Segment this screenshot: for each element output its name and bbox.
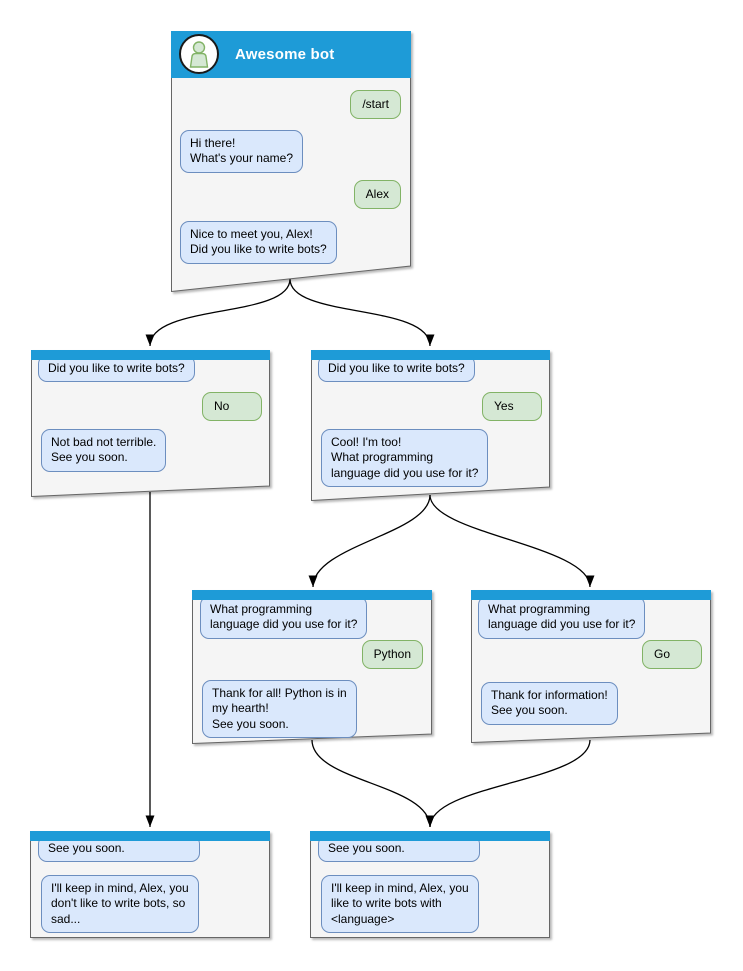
arrow-yes-to-python: [308, 494, 431, 588]
user-message-bubble: /start: [350, 90, 401, 120]
arrow-go-to-end: [425, 739, 591, 828]
chat-window-no-branch: Did you like to write bots? No Not bad n…: [31, 350, 270, 497]
arrow-python-to-end: [311, 739, 435, 828]
bot-message-bubble: What programming language did you use fo…: [200, 596, 368, 639]
bot-message-bubble: Cool! I'm too! What programming language…: [321, 429, 489, 488]
bot-message-bubble: Not bad not terrible. See you soon.: [41, 429, 167, 472]
window-titlebar: [192, 590, 432, 600]
window-titlebar: [311, 350, 550, 360]
bot-message-bubble: What programming language did you use fo…: [478, 596, 646, 639]
window-title: Awesome bot: [235, 46, 335, 63]
arrow-yes-to-go: [429, 494, 595, 588]
user-message-bubble: Go: [642, 640, 702, 670]
chat-window-end-language: See you soon. I'll keep in mind, Alex, y…: [310, 831, 550, 938]
chat-window-python-branch: What programming language did you use fo…: [192, 590, 432, 744]
person-icon: [189, 41, 209, 68]
bot-message-bubble: Thank for all! Python is in my hearth! S…: [202, 680, 357, 739]
window-titlebar: [31, 350, 270, 360]
bot-message-bubble: Hi there! What's your name?: [180, 130, 304, 173]
window-titlebar: Awesome bot: [171, 31, 411, 78]
chat-window-root: Awesome bot /start Hi there! What's your…: [171, 31, 411, 292]
bot-message-bubble: I'll keep in mind, Alex, you don't like …: [41, 875, 199, 934]
chat-window-yes-branch: Did you like to write bots? Yes Cool! I'…: [311, 350, 550, 501]
user-message-bubble: Alex: [353, 180, 401, 210]
user-message-bubble: Python: [361, 640, 423, 670]
bot-message-bubble: Nice to meet you, Alex! Did you like to …: [180, 221, 337, 264]
arrow-root-to-no: [145, 278, 291, 347]
arrow-root-to-yes: [289, 278, 435, 347]
bot-avatar: [179, 34, 219, 74]
window-titlebar: [310, 831, 550, 841]
user-message-bubble: No: [202, 392, 262, 422]
bot-message-bubble: Thank for information! See you soon.: [481, 682, 618, 725]
window-titlebar: [471, 590, 711, 600]
user-message-bubble: Yes: [482, 392, 542, 422]
chat-window-go-branch: What programming language did you use fo…: [471, 590, 711, 743]
bot-message-bubble: I'll keep in mind, Alex, you like to wri…: [321, 875, 479, 934]
chat-window-end-no: See you soon. I'll keep in mind, Alex, y…: [30, 831, 270, 938]
window-titlebar: [30, 831, 270, 841]
